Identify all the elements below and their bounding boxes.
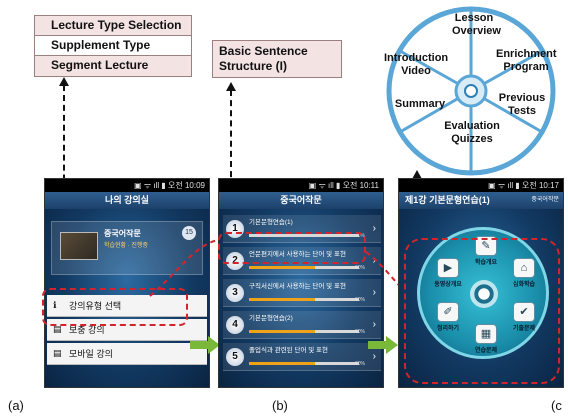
- menu-item-lecture-type[interactable]: ℹ 강의유형 선택: [47, 295, 207, 317]
- status-bar: ▣ ᯤ ıll ▮ 오전 10:17: [399, 179, 563, 192]
- menu-label: 강의유형 선택: [69, 301, 122, 311]
- lesson-heading: 제1강 기본문형연습(1): [405, 195, 490, 205]
- lecture-type-callout: Lecture Type Selection Supplement Type S…: [34, 15, 192, 77]
- lesson-number: 2: [226, 252, 244, 270]
- circle-center-icon: [470, 280, 498, 308]
- arrow-up-icon: [226, 82, 236, 91]
- menu-summary[interactable]: ✐ 정리하기: [432, 302, 464, 332]
- callout-row-segment: Segment Lecture: [51, 58, 149, 72]
- chevron-right-icon: ›: [372, 287, 376, 298]
- course-badge: 15: [182, 226, 196, 240]
- arrow-right-icon: [368, 336, 398, 354]
- wheel-segment-intro-video: Introduction Video: [384, 52, 449, 77]
- chevron-right-icon: ›: [372, 255, 376, 266]
- lesson-list: 1 기본문형연습(1) 0% › 2 언문편지에서 사용하는 단어 및 표현 6…: [219, 209, 383, 387]
- menu-label: 보충 강의: [69, 325, 105, 335]
- lesson-number: 4: [226, 316, 244, 334]
- play-icon: ▶: [437, 258, 459, 278]
- lesson-row[interactable]: 3 구직서신에서 사용하는 단어 및 표현 60% ›: [223, 279, 381, 307]
- phone-screen-b: ▣ ᯤ ıll ▮ 오전 10:11 중국어작문 1 기본문형연습(1) 0% …: [218, 178, 384, 388]
- course-subtitle: 중국어작문: [531, 197, 559, 203]
- highlight-lesson-1: [218, 232, 366, 264]
- course-thumbnail: [60, 232, 98, 260]
- chevron-right-icon: ›: [372, 319, 376, 330]
- lesson-title: 언문편지에서 사용하는 단어 및 표현: [249, 251, 346, 258]
- progress-bar: [249, 330, 359, 333]
- progress-percent: 60%: [354, 265, 365, 271]
- chevron-right-icon: ›: [372, 351, 376, 362]
- lesson-title: 졸업식과 관련된 단어 및 표현: [249, 347, 328, 354]
- screen-title: 중국어작문: [219, 192, 383, 209]
- menu-enrichment[interactable]: ⌂ 심화학습: [508, 258, 540, 288]
- progress-bar: [249, 298, 359, 301]
- lesson-row[interactable]: 4 기본문형연습(2) 60% ›: [223, 311, 381, 339]
- lesson-number: 3: [226, 284, 244, 302]
- lesson-circle-menu: ✎ 학습개요 ⌂ 심화학습 ✔ 기출문제 ▦ 연습문제 ✐ 정리하기 ▶ 동영상…: [417, 227, 549, 359]
- wheel-segment-previous-tests: Previous Tests: [498, 92, 546, 117]
- wheel-segment-enrichment: Enrichment Program: [496, 48, 557, 73]
- connector-b: [230, 90, 232, 238]
- status-bar: ▣ ᯤ ıll ▮ 오전 10:11: [219, 179, 383, 192]
- arrow-up-icon: [59, 77, 69, 86]
- progress-bar: [249, 266, 359, 269]
- info-icon: ℹ: [53, 300, 57, 310]
- progress-bar: [249, 362, 359, 365]
- arrow-right-icon: [190, 336, 220, 354]
- document-icon: ✎: [475, 236, 497, 256]
- menu-intro-video[interactable]: ▶ 동영상개요: [432, 258, 464, 288]
- wheel-segment-summary: Summary: [394, 98, 446, 110]
- chevron-right-icon: ›: [372, 223, 376, 234]
- lesson-wheel-diagram: [386, 6, 556, 176]
- highlight-supplement: [42, 288, 188, 326]
- status-bar: ▣ ᯤ ıll ▮ 오전 10:09: [45, 179, 209, 192]
- progress-percent: 60%: [354, 329, 365, 335]
- screen-title: 제1강 기본문형연습(1) 중국어작문: [399, 192, 563, 209]
- arrow-up-icon: [412, 170, 422, 179]
- lesson-title: 기본문형연습(1): [249, 219, 293, 226]
- house-icon: ⌂: [513, 258, 535, 278]
- caption-a: (a): [8, 398, 24, 413]
- screen-title: 나의 강의실: [45, 192, 209, 209]
- wheel-segment-overview: Lesson Overview: [452, 12, 501, 37]
- caption-b: (b): [272, 398, 288, 413]
- list-icon: ▤: [53, 324, 62, 334]
- course-title: 중국어작문: [104, 229, 141, 238]
- lesson-title: 구직서신에서 사용하는 단어 및 표현: [249, 283, 346, 290]
- menu-item-mobile[interactable]: ▤ 모바일 강의: [47, 343, 207, 365]
- lesson-row[interactable]: 5 졸업식과 관련된 단어 및 표현 60% ›: [223, 343, 381, 371]
- menu-lesson-overview[interactable]: ✎ 학습개요: [470, 236, 502, 266]
- phone-screen-a: ▣ ᯤ ıll ▮ 오전 10:09 나의 강의실 중국어작문 학습현황 · 진…: [44, 178, 210, 388]
- grid-icon: ▦: [475, 324, 497, 344]
- pencil-icon: ✐: [437, 302, 459, 322]
- course-info: 학습현황 · 진행중: [104, 243, 148, 249]
- callout-text: Basic Sentence Structure (I): [219, 44, 308, 73]
- lesson-number: 5: [226, 348, 244, 366]
- caption-c: (c: [551, 398, 562, 413]
- sentence-structure-callout: Basic Sentence Structure (I): [212, 40, 342, 78]
- callout-row-lecture-type: Lecture Type Selection: [35, 16, 191, 36]
- menu-label: 모바일 강의: [69, 349, 113, 359]
- list-icon: ▤: [53, 348, 62, 358]
- menu-quizzes[interactable]: ▦ 연습문제: [470, 324, 502, 354]
- highlight-circle-menu: [404, 238, 560, 384]
- course-card[interactable]: 중국어작문 학습현황 · 진행중 15: [51, 221, 203, 275]
- checkmark-icon: ✔: [513, 302, 535, 322]
- callout-row-supplement: Supplement Type: [35, 36, 191, 56]
- progress-bar: [249, 234, 359, 237]
- progress-percent: 60%: [354, 361, 365, 367]
- wheel-segment-quizzes: Evaluation Quizzes: [444, 120, 500, 145]
- lesson-title: 기본문형연습(2): [249, 315, 293, 322]
- lesson-row[interactable]: 2 언문편지에서 사용하는 단어 및 표현 60% ›: [223, 247, 381, 275]
- menu-previous-tests[interactable]: ✔ 기출문제: [508, 302, 540, 332]
- progress-percent: 60%: [354, 297, 365, 303]
